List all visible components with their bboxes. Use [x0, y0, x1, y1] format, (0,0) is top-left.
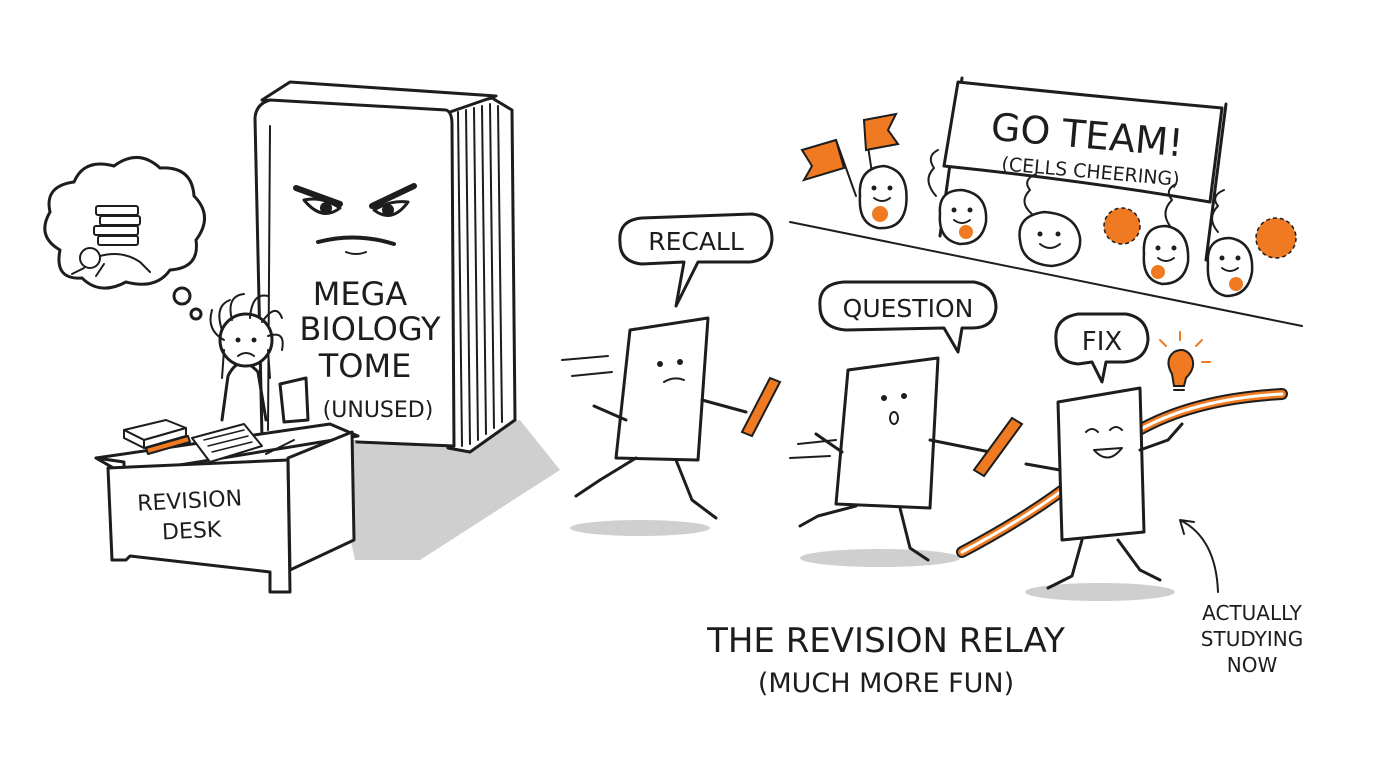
note-line-1: ACTUALLY: [1202, 601, 1302, 625]
fix-label: FIX: [1082, 327, 1122, 357]
fix-card: [1056, 386, 1146, 542]
arrow-icon: [1179, 519, 1219, 593]
desk-label-line-1: REVISION: [137, 486, 243, 516]
mega-biology-tome: MEGA BIOLOGY TOME (UNUSED): [253, 80, 517, 454]
runner-3-shadow: [1025, 583, 1175, 601]
desk-label-line-2: DESK: [161, 517, 222, 545]
notebook: [191, 423, 263, 463]
flag-icon: [800, 112, 900, 197]
caption-title: THE REVISION RELAY: [706, 621, 1065, 661]
desk-side: [286, 430, 356, 572]
go-team-banner: GO TEAM! (CELLS CHEERING): [938, 76, 1228, 262]
runner-recall: RECALL: [574, 212, 782, 520]
stand-line: [789, 221, 1303, 327]
lightbulb-icon: [1159, 331, 1211, 391]
runner-1-shadow: [570, 520, 710, 536]
cheering-cells: [858, 149, 1297, 298]
stressed-student: [209, 293, 310, 424]
note-line-3: NOW: [1227, 653, 1278, 677]
fix-speech-bubble: [1054, 312, 1150, 384]
runner-fix: FIX: [1024, 312, 1211, 590]
chair-back: [278, 376, 310, 424]
cell-2: [927, 149, 988, 246]
revision-desk: REVISION DESK: [94, 419, 360, 594]
recall-card: [614, 316, 710, 462]
book-title-line-1: MEGA: [313, 275, 408, 313]
question-card: [834, 356, 940, 510]
recall-label: RECALL: [648, 227, 744, 256]
cell-1: [858, 164, 908, 230]
runner-question: QUESTION: [798, 280, 1024, 562]
book-shadow: [330, 420, 560, 560]
book-title-line-2: BIOLOGY: [299, 310, 441, 348]
book-angry-face: [293, 183, 417, 255]
cheering-stand: GO TEAM! (CELLS CHEERING): [789, 76, 1303, 327]
pencil-icon: [265, 439, 295, 455]
left-scene: MEGA BIOLOGY TOME (UNUSED): [43, 80, 560, 594]
note-line-2: STUDYING: [1201, 627, 1303, 651]
question-label: QUESTION: [843, 294, 974, 323]
relay-runners: RECALL QUESTION: [561, 212, 1288, 601]
book-title-line-3: TOME: [318, 347, 412, 385]
cell-4: [1142, 183, 1190, 286]
pom-pom-icon: [1103, 207, 1297, 259]
speed-lines: [561, 355, 837, 459]
question-speech-bubble: [818, 280, 998, 354]
book-cover: [253, 98, 456, 448]
runner-2-shadow: [800, 549, 960, 567]
cell-5: [1206, 189, 1254, 298]
baton-icon: [972, 416, 1024, 478]
book-subtitle: (UNUSED): [323, 398, 434, 423]
baton-icon: [740, 376, 782, 438]
cell-3: [1018, 173, 1082, 268]
recall-speech-bubble: [618, 212, 774, 308]
caption-subtitle: (MUCH MORE FUN): [758, 668, 1014, 699]
thought-bubble-icon: [43, 156, 206, 321]
